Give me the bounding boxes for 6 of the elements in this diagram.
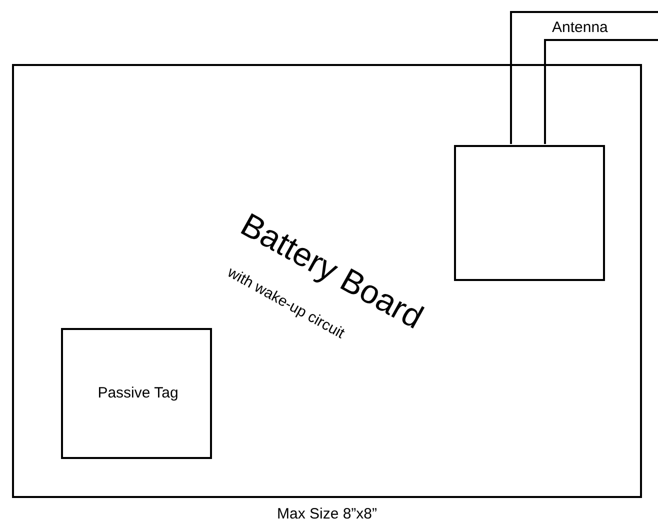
chip-box — [454, 145, 605, 281]
size-caption: Max Size 8”x8” — [276, 506, 378, 522]
board-outline — [12, 64, 642, 498]
component-box — [61, 328, 212, 459]
antenna-label: Antenna — [552, 19, 608, 36]
component-label: Passive Tag — [98, 384, 178, 402]
